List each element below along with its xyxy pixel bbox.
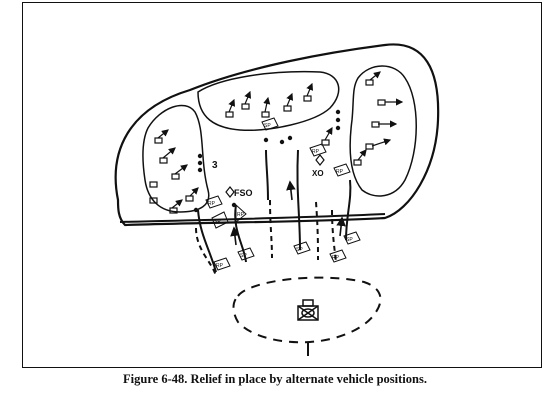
vehicle-group-center — [225, 82, 314, 118]
sp-flag-5: RP — [329, 249, 347, 263]
assembly-area — [232, 276, 382, 344]
svg-text:RP: RP — [208, 201, 216, 207]
fso-label: FSO — [234, 188, 253, 198]
svg-text:SP: SP — [214, 219, 221, 225]
svg-text:SP: SP — [296, 247, 303, 253]
platoon-area-left — [142, 104, 210, 213]
vehicle-group-right — [321, 71, 404, 166]
svg-text:RP: RP — [216, 263, 224, 269]
platoon-number-label: 3 — [212, 160, 218, 171]
relief-route-arrows — [230, 180, 346, 246]
sp-flag-7: SP — [261, 117, 279, 131]
svg-text:RP: RP — [332, 255, 340, 261]
svg-text:RP: RP — [312, 149, 320, 155]
xo-label: XO — [312, 169, 324, 178]
sp-flag-9: RP — [333, 163, 351, 177]
svg-text:RP: RP — [336, 169, 344, 175]
platoon-area-right — [349, 65, 417, 197]
sp-flag-8: RP — [309, 143, 327, 157]
vehicle-group-left — [149, 129, 199, 214]
fso-diamond-icon — [225, 186, 235, 198]
command-post-icon — [297, 299, 319, 321]
sp-flag-left: RP — [235, 203, 247, 224]
relief-routes-solid — [197, 149, 352, 273]
sp-flag-4: SP — [293, 241, 311, 255]
sp-flag-2: RP — [213, 257, 231, 271]
figure-frame — [22, 2, 542, 368]
svg-text:SP: SP — [264, 123, 271, 129]
sp-flag-3: SP — [237, 247, 255, 261]
xo-diamond-icon — [315, 154, 325, 166]
phase-line — [119, 213, 386, 223]
platoon-area-center — [197, 70, 340, 131]
svg-text:SP: SP — [240, 253, 247, 259]
sp-label: RP — [237, 212, 245, 218]
figure-caption: Figure 6-48. Relief in place by alternat… — [123, 372, 427, 386]
sp-flag-10: RP — [205, 195, 223, 209]
sp-flag-1: SP — [211, 211, 229, 229]
relief-routes-dashed — [195, 199, 337, 277]
sp-flag-6: SP — [343, 231, 361, 245]
company-boundary — [114, 43, 440, 227]
svg-text:SP: SP — [346, 237, 353, 243]
